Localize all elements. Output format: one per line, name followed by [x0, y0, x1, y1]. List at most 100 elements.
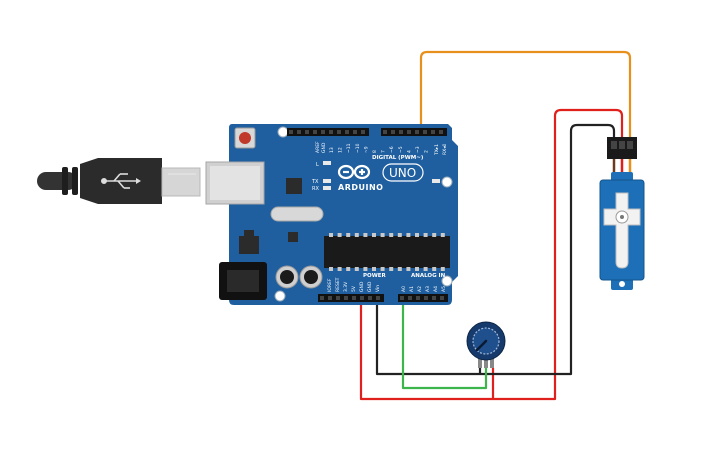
chip-pin	[432, 267, 437, 271]
chip-pin	[380, 233, 385, 237]
digital-right-pin[interactable]	[423, 130, 427, 134]
usb-cable[interactable]	[37, 158, 201, 204]
analog-pin[interactable]	[440, 296, 444, 300]
mounting-hole	[274, 290, 286, 302]
chip-pin	[372, 267, 376, 271]
digital-right-pin[interactable]	[415, 130, 419, 134]
digital-pin-label: ~6	[389, 146, 395, 153]
micro-servo[interactable]	[599, 137, 645, 290]
chip-pin	[406, 267, 411, 271]
led-l	[323, 161, 331, 165]
power-pin-label: Vin	[375, 285, 381, 292]
mounting-hole	[277, 126, 289, 138]
digital-pin-label: 4	[406, 150, 412, 153]
power-pin[interactable]	[320, 296, 324, 300]
digital-left-pin[interactable]	[305, 130, 309, 134]
power-housing	[318, 294, 384, 302]
chip-pin	[415, 267, 419, 271]
potentiometer[interactable]	[466, 321, 506, 368]
analog-pin-label: A2	[417, 286, 423, 292]
usb-plug-metal	[161, 167, 201, 197]
digital-left-pin[interactable]	[329, 130, 333, 134]
chip-pin	[346, 267, 351, 271]
power-pin[interactable]	[344, 296, 348, 300]
analog-pin[interactable]	[432, 296, 436, 300]
wire-red-power[interactable]	[359, 108, 624, 401]
led-tx-label: TX	[311, 179, 319, 185]
usb-cable-strain	[37, 172, 77, 190]
gnd-label: GND	[321, 142, 327, 153]
chip-pin	[432, 233, 437, 237]
power-pin[interactable]	[368, 296, 372, 300]
mounting-hole	[441, 176, 453, 188]
model-text: UNO	[389, 166, 416, 180]
digital-left-pin[interactable]	[345, 130, 349, 134]
digital-header-label: DIGITAL (PWM~)	[372, 155, 424, 161]
power-pin[interactable]	[376, 296, 380, 300]
power-pin-label: 3.3V	[343, 281, 349, 292]
power-header[interactable]	[318, 294, 384, 302]
led-tx	[323, 179, 331, 183]
led-on-label: ON	[443, 179, 451, 185]
power-pin[interactable]	[360, 296, 364, 300]
digital-left-pin[interactable]	[321, 130, 325, 134]
analog-pin-label: A1	[409, 286, 415, 292]
reset-button[interactable]	[239, 132, 251, 144]
chip-pin	[397, 233, 402, 237]
chip-pin	[363, 267, 368, 271]
chip-pin	[329, 267, 333, 271]
digital-right-pin[interactable]	[439, 130, 443, 134]
wire-green-analog[interactable]	[401, 297, 488, 390]
chip-pin	[440, 233, 445, 237]
crystal-oscillator	[270, 206, 324, 222]
usb-cable-ring-2	[72, 167, 78, 195]
chip-pin	[372, 233, 376, 237]
wire-orange-signal[interactable]	[419, 50, 632, 137]
digital-right-pin[interactable]	[391, 130, 395, 134]
analog-pin-label: A3	[425, 286, 431, 292]
atmega-chip	[324, 236, 450, 268]
power-pin[interactable]	[328, 296, 332, 300]
digital-right-housing	[381, 128, 447, 136]
led-on	[432, 179, 440, 183]
tx-pin-label: TX▸1	[434, 144, 440, 156]
digital-left-pin[interactable]	[361, 130, 365, 134]
chip-pin	[423, 267, 428, 271]
power-pin-label: 5V	[351, 285, 357, 292]
analog-pin[interactable]	[400, 296, 404, 300]
digital-left-pin[interactable]	[353, 130, 357, 134]
power-pin-label: GND	[367, 281, 373, 292]
chip-pin	[423, 233, 428, 237]
uno-badge	[382, 163, 424, 182]
digital-left-pin[interactable]	[289, 130, 293, 134]
digital-left-pin[interactable]	[313, 130, 317, 134]
digital-right-pin[interactable]	[407, 130, 411, 134]
analog-pin[interactable]	[424, 296, 428, 300]
digital-header[interactable]	[381, 128, 447, 136]
chip-pin	[389, 267, 394, 271]
power-pin[interactable]	[336, 296, 340, 300]
chip-pin	[440, 267, 445, 271]
digital-left-pin[interactable]	[297, 130, 301, 134]
analog-pin[interactable]	[416, 296, 420, 300]
regulator	[239, 236, 259, 254]
digital-right-pin[interactable]	[399, 130, 403, 134]
digital-pin-label: ~11	[346, 143, 352, 153]
chip-pin	[346, 233, 351, 237]
servo-horn[interactable]	[603, 192, 641, 269]
analog-header[interactable]	[398, 294, 448, 302]
analog-pin[interactable]	[408, 296, 412, 300]
brand-text: ARDUINO	[338, 183, 383, 192]
chip-pins	[329, 233, 445, 271]
digital-right-pin[interactable]	[431, 130, 435, 134]
digital-right-pin[interactable]	[383, 130, 387, 134]
analog-pin-label: A4	[433, 286, 439, 292]
digital-left-pin[interactable]	[337, 130, 341, 134]
digital-header-left[interactable]	[287, 128, 369, 136]
wire-black-ground[interactable]	[375, 123, 616, 376]
power-pin[interactable]	[352, 296, 356, 300]
